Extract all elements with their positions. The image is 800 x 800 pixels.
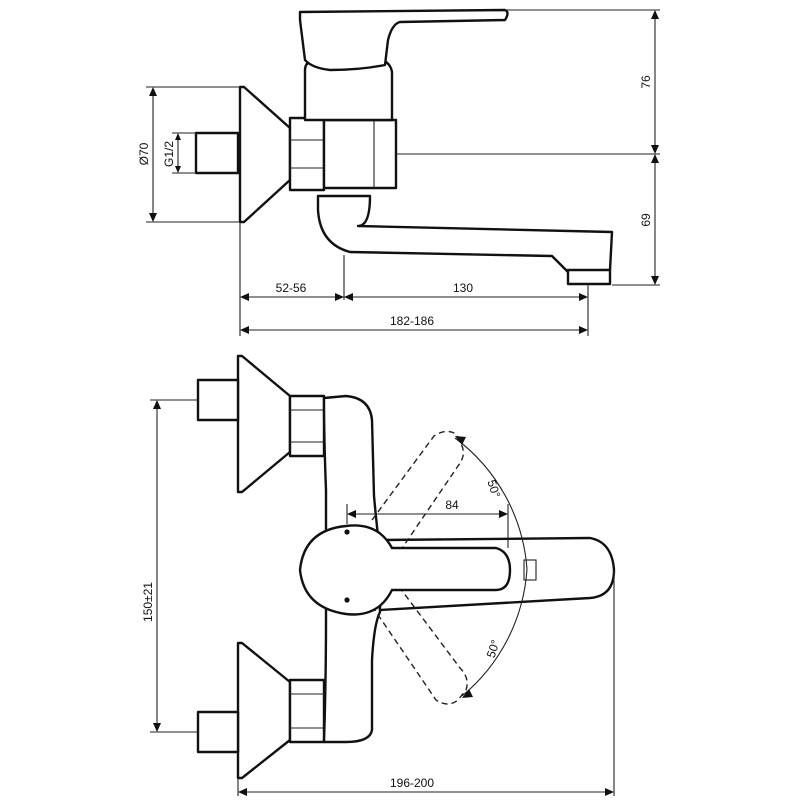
spout: [316, 194, 614, 274]
handle-rotated-down: [371, 587, 468, 705]
dim-centers: 150±21: [141, 582, 155, 622]
dim-total-depth: 182-186: [390, 314, 434, 328]
inlet-connector: [194, 131, 240, 175]
top-handle: [298, 524, 512, 616]
lever-handle: [298, 8, 509, 72]
aerator-mark: [523, 559, 537, 581]
dim-wall-offset: 52-56: [276, 281, 307, 295]
upper-rosette: [236, 354, 292, 494]
lower-rosette: [236, 641, 292, 780]
dim-angle-bottom: 50°: [484, 638, 503, 660]
hex-nut: [288, 116, 326, 192]
dim-spout-reach: 130: [453, 281, 473, 295]
dim-height-top: 76: [639, 75, 653, 89]
dim-thread: G1/2: [162, 141, 176, 167]
dim-diameter: Ø70: [137, 142, 151, 165]
dim-angle-top: 50°: [484, 478, 503, 500]
mixer-body: [322, 118, 398, 190]
aerator: [566, 268, 612, 286]
lower-connector: [196, 710, 240, 754]
upper-connector: [196, 378, 240, 422]
top-view: 84 50° 50° 150±21 196-200: [141, 354, 616, 796]
dim-handle: 84: [445, 498, 459, 512]
side-view: Ø70 G1/2 76 69 52-56 130 182-186: [137, 8, 660, 336]
lower-nut: [288, 678, 326, 744]
dim-height-bottom: 69: [639, 213, 653, 227]
wall-rosette: [238, 85, 292, 224]
upper-nut: [288, 394, 326, 458]
dim-total-width: 196-200: [390, 776, 434, 790]
